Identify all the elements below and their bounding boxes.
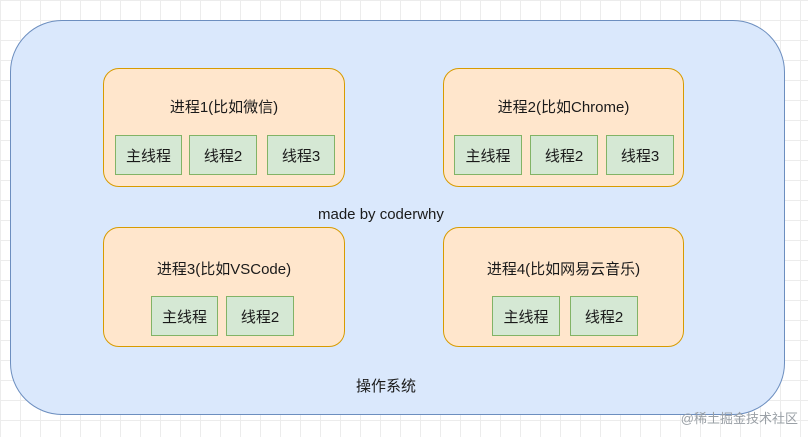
process-4-box: 进程4(比如网易云音乐) 主线程 线程2	[443, 227, 684, 347]
watermark-text: @稀土掘金技术社区	[680, 411, 798, 426]
process-2-thread-3: 线程3	[606, 135, 674, 175]
process-2-main-thread: 主线程	[454, 135, 522, 175]
process-1-thread-3: 线程3	[267, 135, 335, 175]
process-2-thread-2: 线程2	[530, 135, 598, 175]
author-credit: made by coderwhy	[318, 206, 444, 223]
watermark: @稀土掘金技术社区	[681, 408, 798, 427]
process-3-thread-2: 线程2	[226, 296, 294, 336]
process-1-box: 进程1(比如微信) 主线程 线程2 线程3	[103, 68, 345, 187]
operating-system-label: 操作系统	[356, 378, 417, 395]
process-1-thread-2: 线程2	[189, 135, 257, 175]
process-4-main-thread: 主线程	[492, 296, 560, 336]
process-3-box: 进程3(比如VSCode) 主线程 线程2	[103, 227, 345, 347]
process-1-main-thread: 主线程	[115, 135, 182, 175]
process-4-title: 进程4(比如网易云音乐)	[486, 261, 641, 278]
process-3-title: 进程3(比如VSCode)	[156, 261, 292, 278]
process-2-title: 进程2(比如Chrome)	[497, 99, 630, 116]
process-1-title: 进程1(比如微信)	[169, 99, 279, 116]
process-4-thread-2: 线程2	[570, 296, 638, 336]
process-2-box: 进程2(比如Chrome) 主线程 线程2 线程3	[443, 68, 684, 187]
process-3-main-thread: 主线程	[151, 296, 218, 336]
